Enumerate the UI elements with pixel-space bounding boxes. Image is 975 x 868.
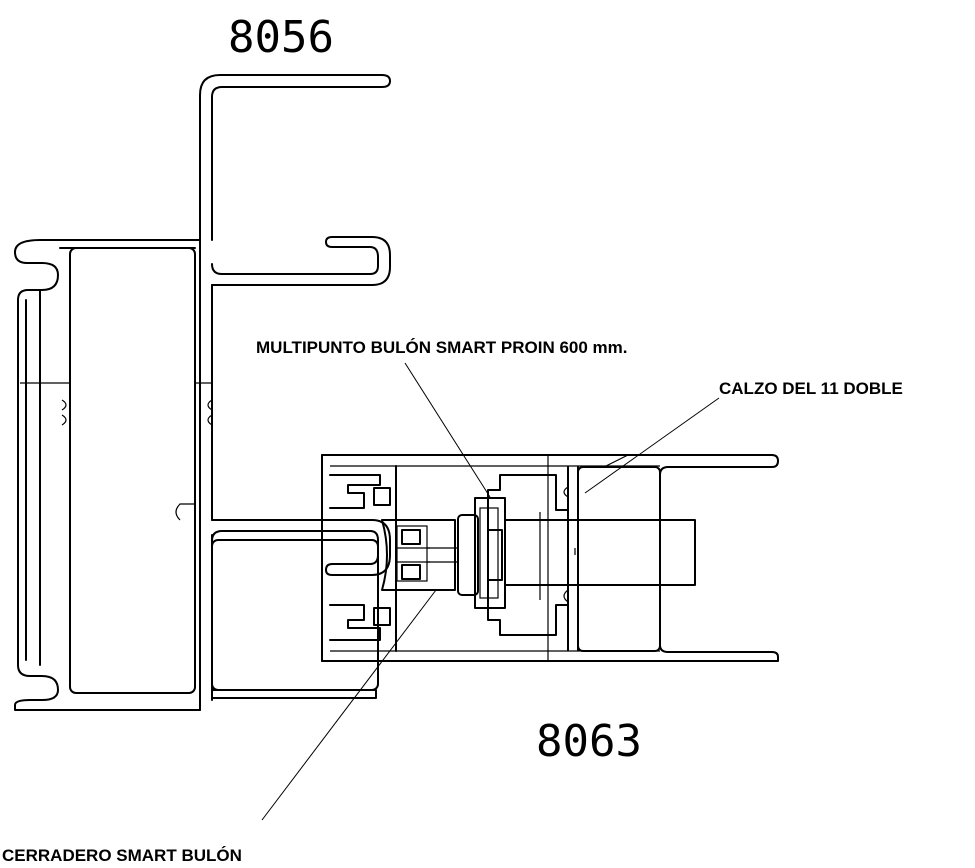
leader-multipoint xyxy=(404,362,491,498)
sash-profile-number: 8063 xyxy=(536,716,642,767)
frame-profile-8056 xyxy=(14,74,391,711)
leader-shim xyxy=(584,397,720,494)
callout-keeper: CERRADERO SMART BULÓN xyxy=(2,846,242,865)
multipoint-lock xyxy=(457,474,696,636)
frame-profile-number: 8056 xyxy=(228,12,334,63)
callout-multipoint-lock: MULTIPUNTO BULÓN SMART PROIN 600 mm. xyxy=(256,338,628,357)
keeper xyxy=(381,519,458,591)
leader-keeper xyxy=(261,589,437,821)
callout-double-shim: CALZO DEL 11 DOBLE xyxy=(719,379,903,398)
